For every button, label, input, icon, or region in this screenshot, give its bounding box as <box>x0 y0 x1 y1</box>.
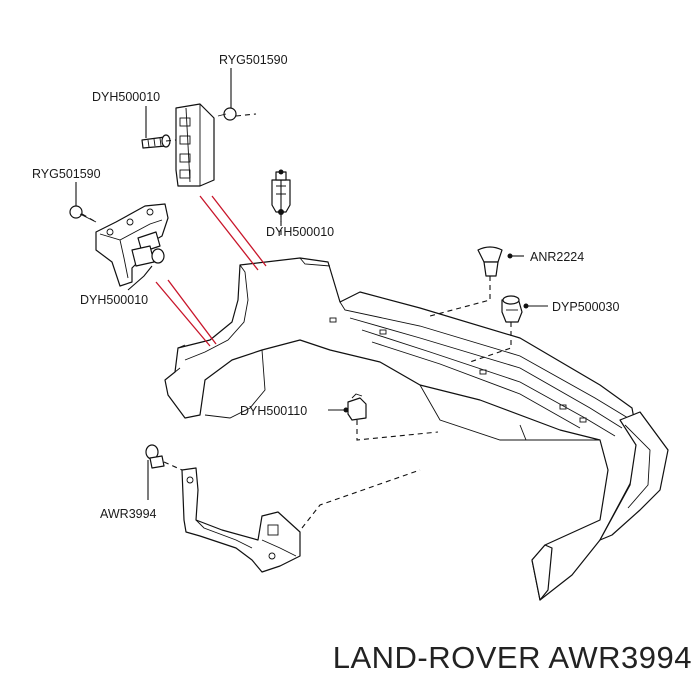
bolt-ryg501590-left <box>69 205 97 223</box>
part-title: LAND-ROVER AWR3994 <box>332 640 692 675</box>
label-anr2224: ANR2224 <box>530 250 584 264</box>
clip-dyh500110 <box>347 393 367 421</box>
label-dyh500010-mid: DYH500010 <box>266 225 334 239</box>
clip-dyh500010-left <box>131 245 165 267</box>
leader-lines <box>75 68 548 500</box>
label-dyp500030: DYP500030 <box>552 300 619 314</box>
top-bracket <box>175 103 215 187</box>
clip-dyp500030 <box>501 295 523 323</box>
label-dyh500010-left: DYH500010 <box>80 293 148 307</box>
label-ryg501590-top: RYG501590 <box>219 53 288 67</box>
rear-bumper <box>164 257 669 601</box>
bolt-awr3994 <box>145 444 165 469</box>
label-ryg501590-left: RYG501590 <box>32 167 101 181</box>
bolt-ryg501590-top <box>217 107 237 121</box>
red-guide-lines <box>155 195 267 347</box>
label-dyh500110: DYH500110 <box>240 404 307 418</box>
clip-anr2224 <box>477 246 503 277</box>
label-dyh500010-top: DYH500010 <box>92 90 160 104</box>
assembly-guide-lines <box>81 113 512 529</box>
lower-bracket-awr3994 <box>181 467 301 573</box>
left-bracket <box>95 203 169 287</box>
label-awr3994: AWR3994 <box>100 507 157 521</box>
